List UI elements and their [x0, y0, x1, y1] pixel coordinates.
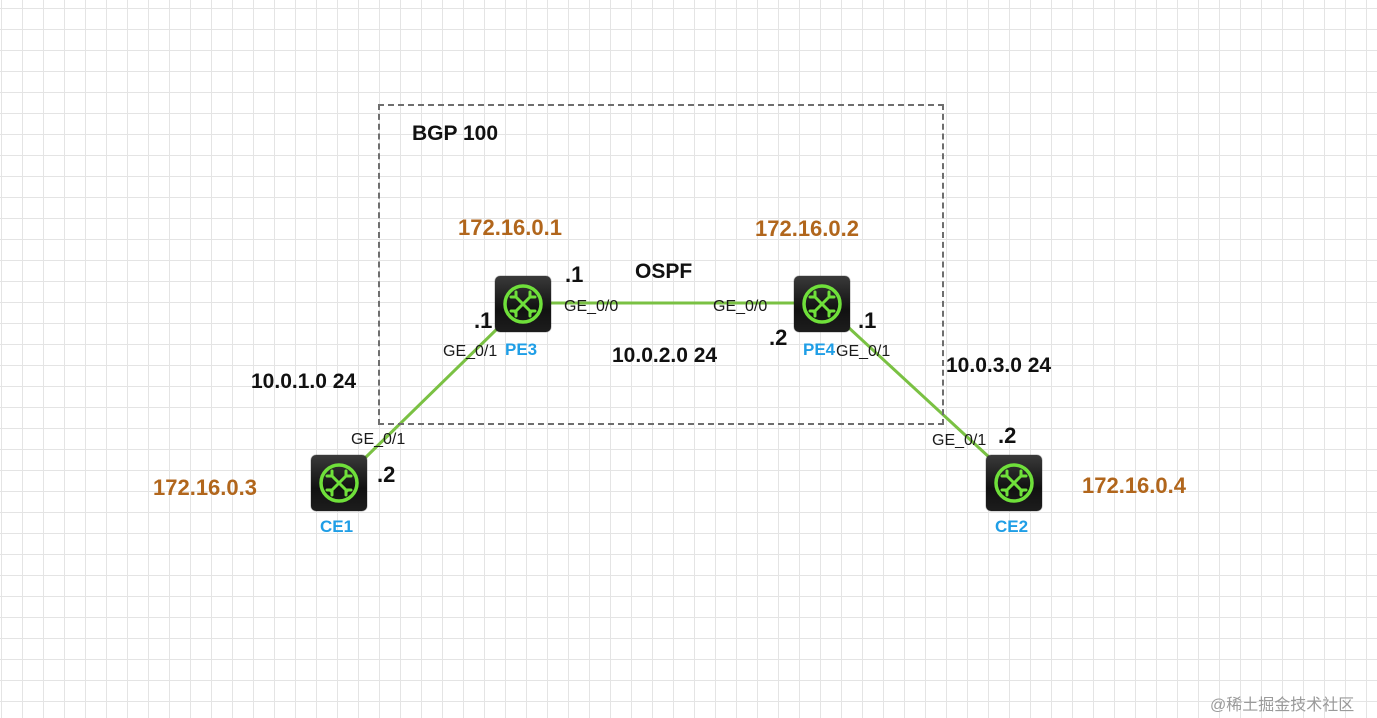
router-pe3[interactable]	[495, 276, 551, 332]
host-ce2-ge0-1: .2	[998, 423, 1017, 448]
interface-pe4-ge0-0: GE_0/0	[713, 298, 768, 315]
router-icon	[802, 284, 842, 324]
host-pe4-ge0-0: .2	[769, 325, 788, 350]
subnet-ce1-pe3: 10.0.1.0 24	[251, 370, 357, 393]
host-pe3-ge0-1: .1	[474, 308, 493, 333]
router-pe4[interactable]	[794, 276, 850, 332]
router-icon	[319, 463, 359, 503]
link-ce1-pe3[interactable]	[363, 326, 500, 460]
host-pe3-ge0-0: .1	[565, 262, 584, 287]
node-label-pe4: PE4	[803, 340, 836, 359]
bgp-domain-box	[378, 104, 944, 425]
subnet-pe3-pe4: 10.0.2.0 24	[612, 344, 718, 367]
router-icon	[994, 463, 1034, 503]
ospf-label: OSPF	[635, 260, 693, 283]
interface-ce2-ge0-1: GE_0/1	[932, 432, 987, 449]
router-id-pe3: 172.16.0.1	[458, 215, 562, 240]
interface-pe3-ge0-1: GE_0/1	[443, 343, 498, 360]
router-ce1[interactable]	[311, 455, 367, 511]
link-pe4-ce2[interactable]	[846, 325, 992, 460]
router-icon	[503, 284, 543, 324]
host-ce1-ge0-1: .2	[377, 462, 396, 487]
router-ce2[interactable]	[986, 455, 1042, 511]
router-id-pe4: 172.16.0.2	[755, 216, 859, 241]
router-id-ce2: 172.16.0.4	[1082, 473, 1186, 498]
subnet-pe4-ce2: 10.0.3.0 24	[946, 354, 1052, 377]
interface-pe3-ge0-0: GE_0/0	[564, 298, 619, 315]
bgp-domain-title: BGP 100	[412, 122, 498, 145]
node-label-ce2: CE2	[995, 517, 1029, 536]
node-label-ce1: CE1	[320, 517, 354, 536]
interface-pe4-ge0-1: GE_0/1	[836, 343, 891, 360]
interface-ce1-ge0-1: GE_0/1	[351, 431, 406, 448]
watermark: @稀土掘金技术社区	[1210, 697, 1355, 714]
router-id-ce1: 172.16.0.3	[153, 475, 257, 500]
host-pe4-ge0-1: .1	[858, 308, 877, 333]
node-label-pe3: PE3	[505, 340, 538, 359]
